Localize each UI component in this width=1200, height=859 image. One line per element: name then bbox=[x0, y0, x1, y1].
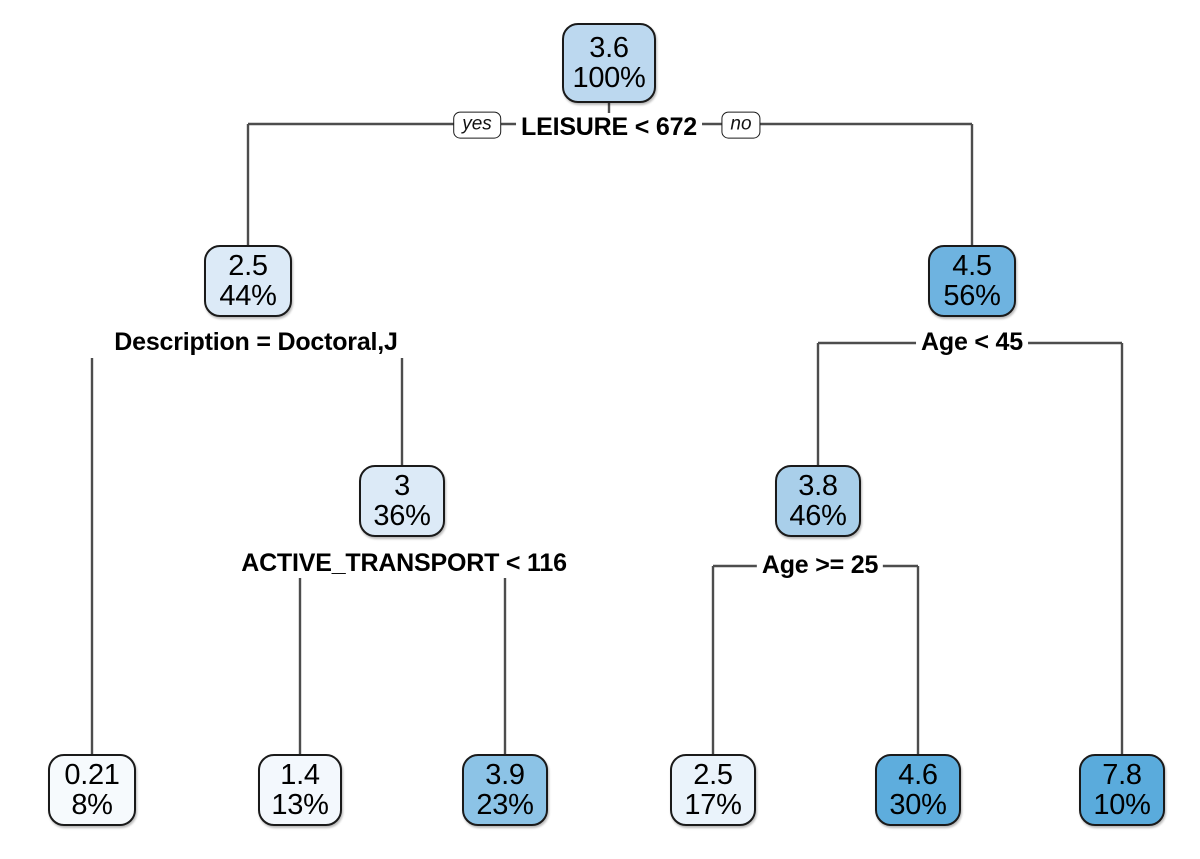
leaf-l11-percent: 23% bbox=[476, 789, 534, 821]
split-label-description[interactable]: Description = Doctoral,J bbox=[109, 328, 403, 357]
leaf-node-0-21[interactable]: 0.21 8% bbox=[48, 754, 136, 826]
node-n3-percent: 56% bbox=[943, 280, 1001, 312]
node-root-percent: 100% bbox=[572, 62, 646, 94]
split-label-age25[interactable]: Age >= 25 bbox=[756, 551, 884, 580]
leaf-l13-value: 4.6 bbox=[898, 758, 938, 791]
leaf-node-4-6[interactable]: 4.6 30% bbox=[875, 754, 961, 826]
node-n5-percent: 36% bbox=[373, 500, 431, 532]
split-label-age45[interactable]: Age < 45 bbox=[916, 328, 1028, 357]
leaf-node-7-8[interactable]: 7.8 10% bbox=[1079, 754, 1165, 826]
node-n2-value: 2.5 bbox=[228, 249, 268, 282]
leaf-l10-percent: 13% bbox=[271, 789, 329, 821]
leaf-node-3-9[interactable]: 3.9 23% bbox=[462, 754, 548, 826]
node-leisure-no[interactable]: 4.5 56% bbox=[928, 245, 1016, 317]
leaf-l12-percent: 17% bbox=[684, 789, 742, 821]
split-label-leisure[interactable]: LEISURE < 672 bbox=[516, 113, 702, 142]
node-n5-value: 3 bbox=[394, 469, 410, 502]
leaf-l13-percent: 30% bbox=[889, 789, 947, 821]
leaf-node-1-4[interactable]: 1.4 13% bbox=[258, 754, 342, 826]
node-age45-yes[interactable]: 3.8 46% bbox=[775, 465, 861, 537]
split-label-active-transport[interactable]: ACTIVE_TRANSPORT < 116 bbox=[236, 549, 572, 578]
node-leisure-yes[interactable]: 2.5 44% bbox=[204, 245, 292, 317]
node-root[interactable]: 3.6 100% bbox=[562, 23, 656, 103]
leaf-l4-value: 0.21 bbox=[64, 758, 120, 791]
node-n3-value: 4.5 bbox=[952, 249, 992, 282]
leaf-l3-value: 7.8 bbox=[1102, 758, 1142, 791]
node-root-value: 3.6 bbox=[589, 31, 629, 64]
leaf-l12-value: 2.5 bbox=[693, 758, 733, 791]
node-n7-value: 3.8 bbox=[798, 469, 838, 502]
leaf-node-2-5[interactable]: 2.5 17% bbox=[670, 754, 756, 826]
leaf-l3-percent: 10% bbox=[1093, 789, 1151, 821]
node-n7-percent: 46% bbox=[789, 500, 847, 532]
branch-badge-yes[interactable]: yes bbox=[453, 111, 501, 139]
leaf-l10-value: 1.4 bbox=[280, 758, 320, 791]
node-n2-percent: 44% bbox=[219, 280, 277, 312]
leaf-l11-value: 3.9 bbox=[485, 758, 525, 791]
branch-badge-no[interactable]: no bbox=[721, 111, 761, 139]
node-description-no[interactable]: 3 36% bbox=[359, 465, 445, 537]
leaf-l4-percent: 8% bbox=[71, 789, 113, 821]
